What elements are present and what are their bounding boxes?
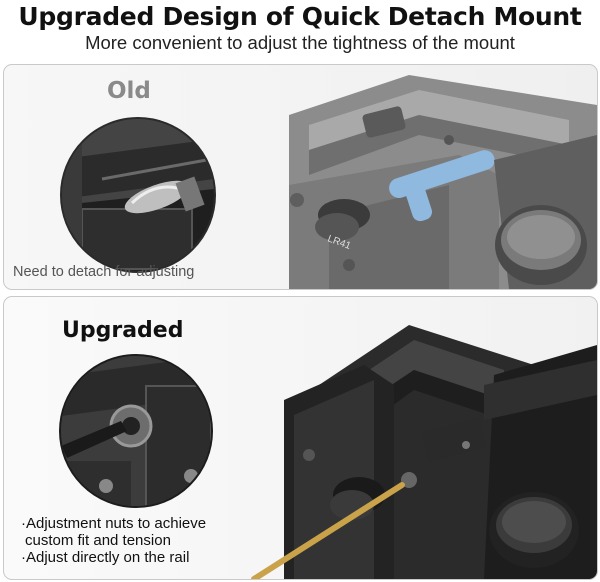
bullet-item: custom fit and tension — [25, 532, 171, 549]
bullet-item: ·Adjustment nuts to achieve — [21, 515, 207, 532]
hex-key-tool — [251, 482, 405, 579]
old-design-panel: Old LR41 — [3, 64, 598, 290]
upgraded-design-panel: Upgraded — [3, 296, 598, 580]
upgraded-heading: Upgraded — [62, 318, 184, 343]
old-lever — [389, 150, 495, 222]
page-title: Upgraded Design of Quick Detach Mount — [18, 2, 582, 31]
upgraded-bullet-list: ·Adjustment nuts to achieve custom fit a… — [21, 515, 206, 566]
old-mount-render: LR41 — [269, 65, 597, 289]
upgraded-detail-zoom — [59, 354, 213, 508]
old-heading: Old — [107, 78, 151, 104]
upgraded-mount-render — [234, 305, 597, 579]
old-adjust-knob: LR41 — [315, 199, 370, 252]
page-subtitle: More convenient to adjust the tightness … — [85, 32, 515, 53]
old-caption: Need to detach for adjusting — [13, 264, 195, 280]
bullet-item: ·Adjust directly on the rail — [21, 549, 190, 566]
old-detail-zoom — [60, 117, 216, 273]
